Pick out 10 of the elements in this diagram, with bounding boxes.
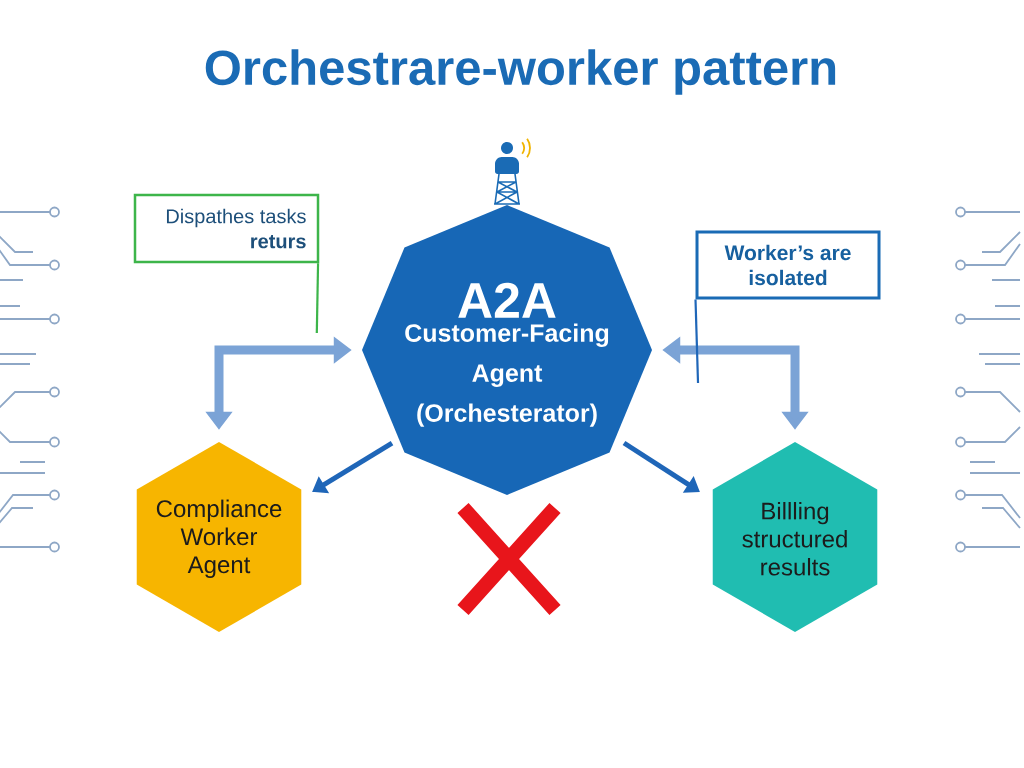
agent-octagon: A2A Customer-Facing Agent (Orchesterator) xyxy=(362,205,652,495)
agent-hexagon: Billling structured results xyxy=(712,442,878,632)
agent-hexagon: Compliance Worker Agent xyxy=(136,442,302,632)
title: Orchestrare-worker pattern xyxy=(205,49,836,95)
arrow xyxy=(312,440,394,494)
leader-line xyxy=(694,299,700,384)
leader-line xyxy=(315,263,320,333)
arrow xyxy=(622,440,700,493)
callout-box: Worker’s are isolated xyxy=(695,230,881,300)
callout-box: Dispathes tasks returs xyxy=(133,193,320,264)
